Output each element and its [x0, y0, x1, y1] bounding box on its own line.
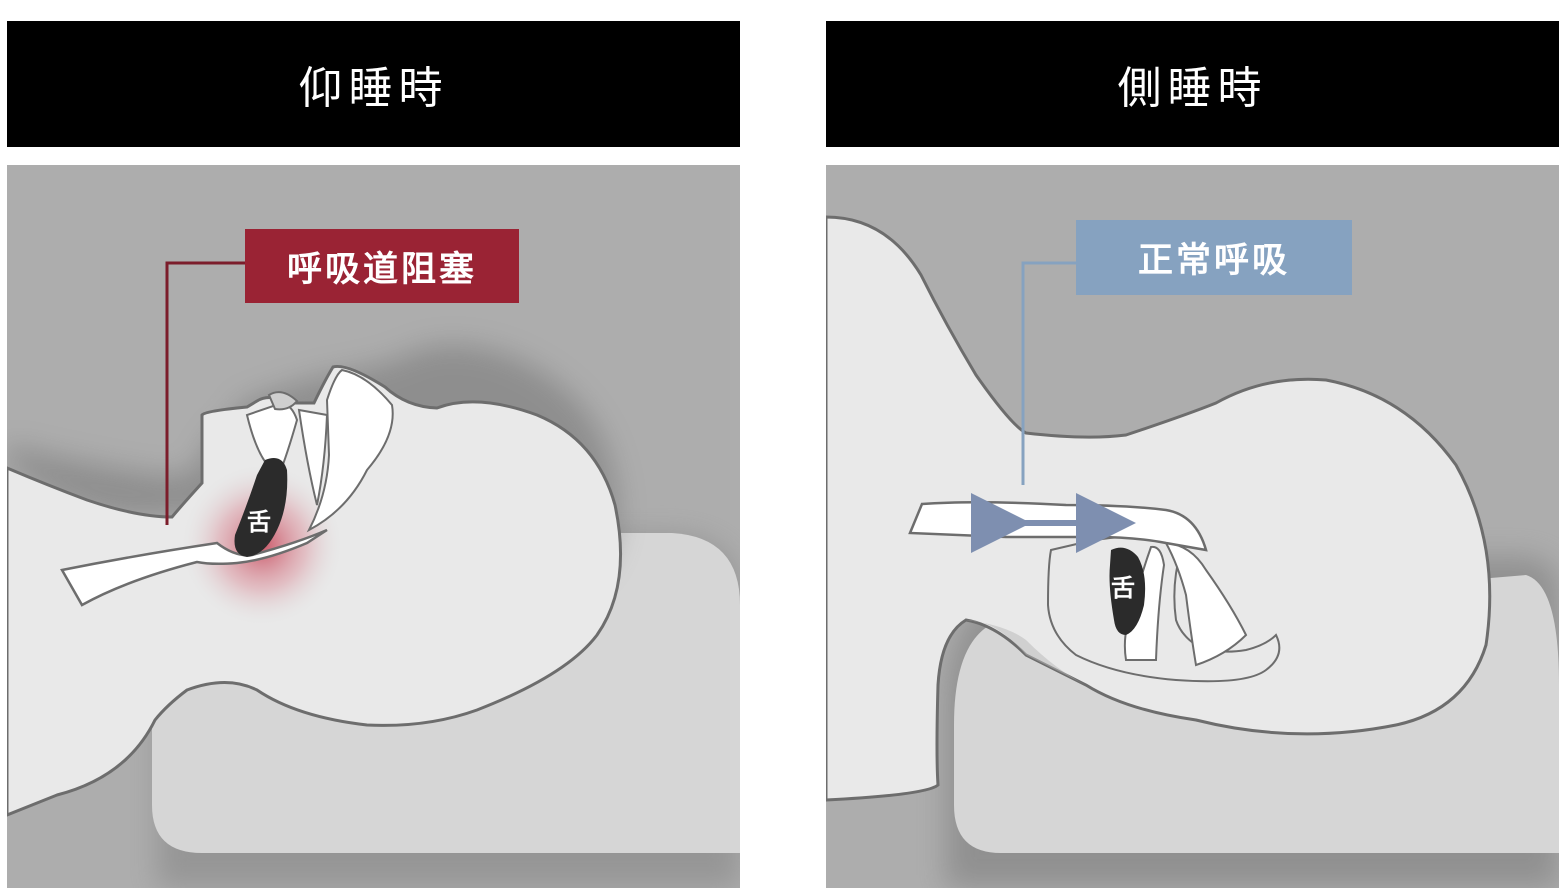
side-sleep-diagram: 正常呼吸 舌 [826, 165, 1559, 888]
lip-shape [1164, 541, 1248, 667]
panel-title-side: 側睡時 [826, 21, 1559, 147]
panel-title-supine: 仰睡時 [7, 21, 740, 147]
tongue-icon [1109, 547, 1146, 635]
airway [60, 528, 328, 607]
callout-leader-line [1021, 261, 1076, 485]
neck-shadow [966, 620, 1086, 685]
airway-blocked-label: 呼吸道阻塞 [245, 229, 519, 303]
side-illustration [826, 215, 1559, 888]
tongue-icon [234, 457, 288, 557]
tongue-label: 舌 [247, 508, 271, 536]
soft-palate-shape [306, 368, 394, 533]
callout-leader-line [165, 261, 245, 525]
tongue-label: 舌 [1111, 574, 1135, 602]
nose-tip [267, 391, 299, 411]
normal-breathing-label: 正常呼吸 [1076, 220, 1352, 295]
supine-illustration [7, 261, 740, 888]
palate-shape [297, 408, 329, 506]
supine-sleep-diagram: 呼吸道阻塞 舌 [7, 165, 740, 888]
